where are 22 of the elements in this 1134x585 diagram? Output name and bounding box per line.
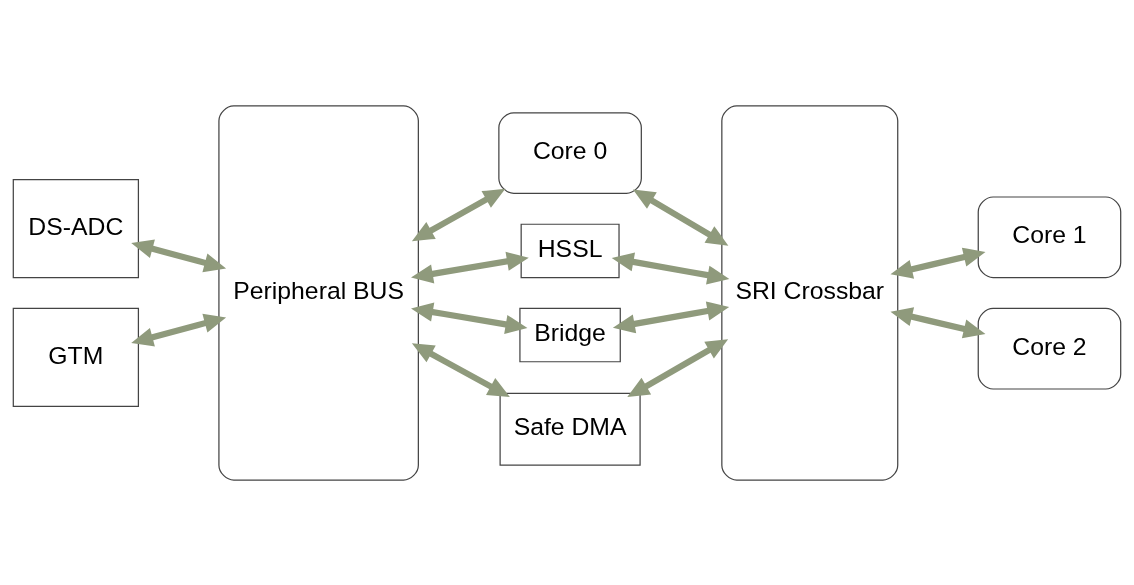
arrow [411,251,529,283]
arrow [411,302,528,334]
node-box: Core 1 [977,195,1122,278]
node-box: HSSL [520,223,620,278]
node-box: DS-ADC [12,178,140,278]
node-box: Peripheral BUS [218,104,419,481]
arrow [131,313,227,346]
arrow [612,300,730,333]
node-box: Bridge [519,307,621,362]
arrow [611,251,730,285]
node-box: SRI Crossbar [721,104,899,481]
node-box: GTM [12,307,140,407]
node-box: Core 2 [977,307,1122,390]
arrow [411,188,506,241]
node-box: Safe DMA [499,392,641,466]
arrow [890,306,986,338]
arrow [890,247,986,279]
arrow [632,188,729,246]
arrow [411,342,510,397]
node-box: Core 0 [498,111,642,194]
arrow [627,338,729,397]
arrow [131,239,227,272]
